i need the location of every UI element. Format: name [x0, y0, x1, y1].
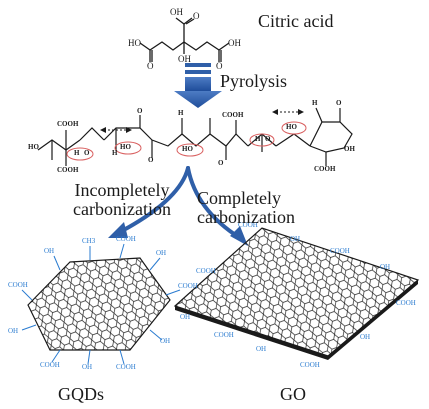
chain-h-4: H	[255, 135, 261, 143]
chain-h-2: H	[112, 149, 118, 157]
citric-acid-structure	[139, 17, 230, 62]
pyrolysis-arrow	[174, 63, 222, 108]
split-arrows	[118, 166, 242, 240]
go-group-3: COOH	[330, 247, 350, 255]
hbond-ellipses	[66, 121, 307, 161]
go-group-7: COOH	[300, 361, 320, 369]
go-label: GO	[280, 384, 306, 404]
chain-ho-4: HO	[286, 123, 297, 131]
gqd-group-1: COOH	[8, 281, 28, 289]
go-group-10: OH	[180, 313, 191, 321]
go-group-11: COOH	[196, 267, 216, 275]
chain-cooh-4: COOH	[314, 165, 336, 173]
gqd-group-6: COOH	[178, 282, 198, 290]
citric-acid-label: Citric acid	[258, 11, 334, 31]
gqds-edge-bonds	[21, 243, 181, 365]
incomplete-line2: carbonization	[73, 198, 171, 219]
ca-oh-right: OH	[228, 38, 241, 48]
ca-oh-center: OH	[178, 54, 191, 64]
incomplete-line1: Incompletely	[74, 180, 170, 200]
go-group-6: OH	[360, 333, 371, 341]
chain-cooh-2: COOH	[57, 166, 79, 174]
ca-o-top: O	[193, 11, 200, 21]
chain-cooh-3: COOH	[222, 111, 244, 119]
chain-o-5: O	[265, 135, 271, 143]
chain-ho-2: HO	[120, 143, 131, 151]
gqd-group-11: OH	[8, 327, 19, 335]
gqd-group-10: COOH	[40, 361, 60, 369]
go-group-9: COOH	[214, 331, 234, 339]
go-group-8: OH	[256, 345, 267, 353]
chain-o-2: O	[137, 107, 143, 115]
gqd-group-3: CH3	[82, 237, 96, 245]
chain-o-6: O	[336, 99, 342, 107]
ca-o-right: O	[216, 61, 223, 71]
go-sheet	[173, 227, 420, 360]
gqd-group-4: COOH	[116, 235, 136, 243]
gqd-group-8: COOH	[116, 363, 136, 371]
ca-o-left: O	[147, 61, 154, 71]
ca-oh-top: OH	[170, 7, 183, 17]
chain-h-1: H	[74, 149, 80, 157]
chain-o-4: O	[218, 159, 224, 167]
incomplete-carbonization-label: Incompletely carbonization	[69, 181, 175, 219]
chain-h-5: H	[312, 99, 318, 107]
gqds-label: GQDs	[58, 384, 105, 404]
chain-o-3: O	[148, 156, 154, 164]
gqds-flake	[27, 257, 171, 351]
gqd-group-7: OH	[160, 337, 171, 345]
arrow-heads	[100, 109, 304, 133]
gqd-group-5: OH	[156, 249, 167, 257]
complete-line1: Completely	[197, 188, 281, 208]
split-arrow-heads	[108, 222, 248, 246]
complete-carbonization-label: Completely carbonization	[197, 189, 295, 227]
complete-line2: carbonization	[197, 206, 295, 227]
go-group-4: OH	[380, 263, 391, 271]
ca-ho-left: HO	[128, 38, 141, 48]
chain-ho-1: HO	[28, 143, 39, 151]
interaction-arrows	[104, 111, 300, 131]
gqd-group-2: OH	[44, 247, 55, 255]
chain-oh-1: OH	[344, 145, 355, 153]
go-group-1: COOH	[238, 221, 258, 229]
chain-o-1: O	[84, 149, 90, 157]
chain-h-3: H	[178, 109, 184, 117]
go-group-5: COOH	[396, 299, 416, 307]
gqd-group-9: OH	[82, 363, 93, 371]
pyrolysis-label: Pyrolysis	[220, 71, 288, 91]
chain-cooh-1: COOH	[57, 120, 79, 128]
go-group-2: OH	[290, 235, 301, 243]
chain-ho-3: HO	[182, 145, 193, 153]
